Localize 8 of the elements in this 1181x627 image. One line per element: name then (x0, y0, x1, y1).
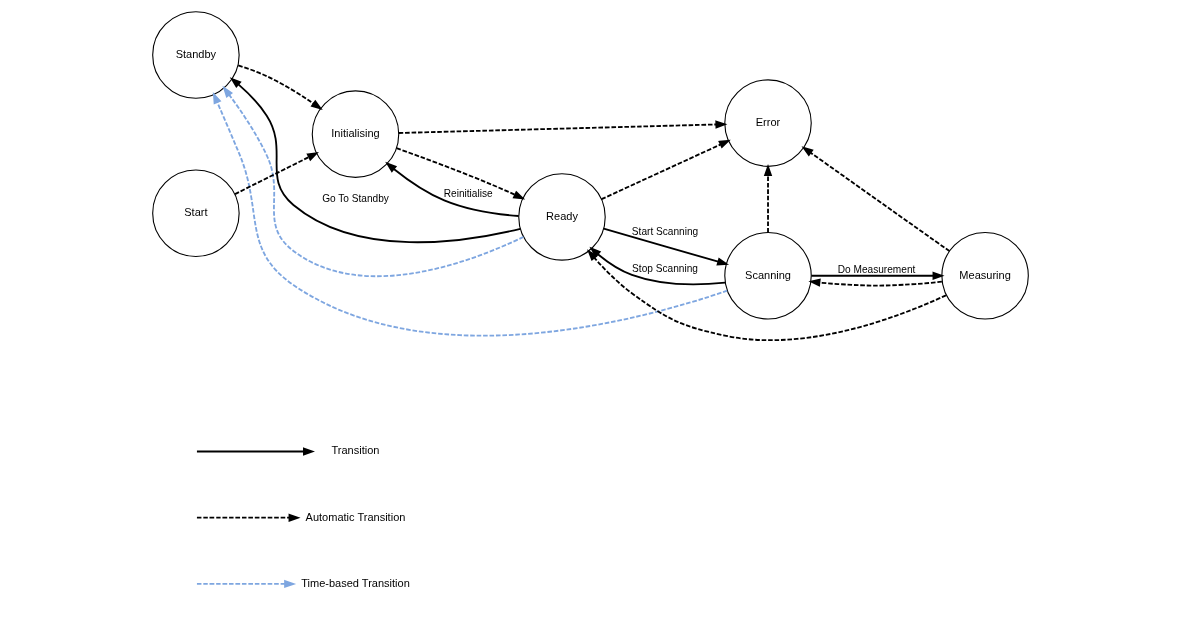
legend-label: Time-based Transition (301, 576, 410, 589)
legend-label: Transition (331, 444, 380, 457)
edge-label: Go To Standby (322, 193, 389, 205)
edge-label: Stop Scanning (632, 262, 698, 274)
edge-label: Do Measurement (837, 263, 916, 275)
edge-label: Reinitialise (443, 188, 493, 200)
edge-label: Start Scanning (631, 226, 699, 238)
legend-label: Automatic Transition (305, 510, 406, 523)
